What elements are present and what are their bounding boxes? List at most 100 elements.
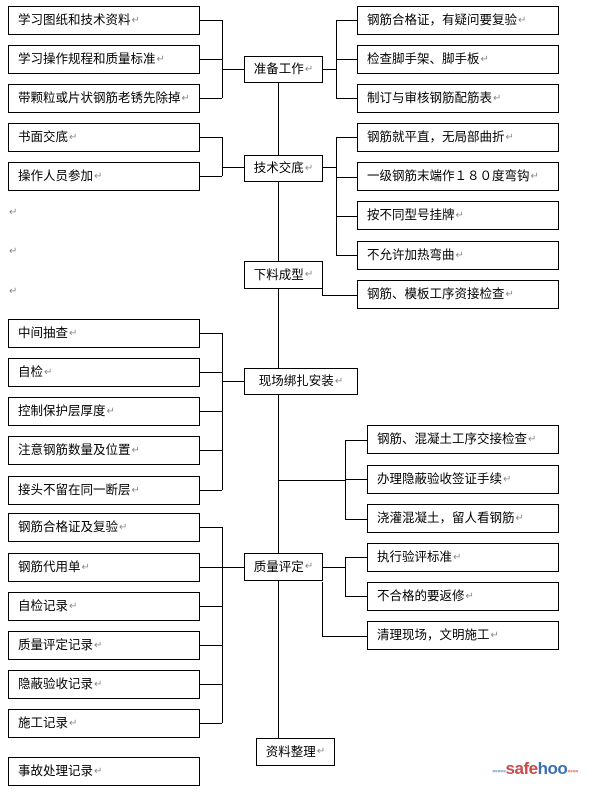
paragraph-mark: ↵ bbox=[304, 269, 314, 280]
left-bracket-bind bbox=[222, 333, 223, 490]
connector bbox=[336, 20, 357, 21]
right-item-label: 执行验评标准 bbox=[377, 549, 453, 565]
stage-label: 现场绑扎安装 bbox=[258, 373, 334, 389]
connector bbox=[200, 450, 222, 451]
right-item-label: 办理隐蔽验收签证手续 bbox=[377, 471, 503, 487]
right-bracket-quality bbox=[345, 557, 346, 596]
connector bbox=[336, 59, 357, 60]
connector bbox=[200, 372, 222, 373]
paragraph-mark: ↵ bbox=[515, 512, 524, 524]
right-item-label: 浇灌混凝土，留人看钢筋 bbox=[377, 510, 515, 526]
stage-label: 准备工作 bbox=[253, 61, 304, 77]
right-item-label: 不合格的要返修 bbox=[377, 588, 465, 604]
paragraph-mark: ↵ bbox=[490, 629, 499, 641]
left-item-label: 书面交底 bbox=[18, 129, 69, 145]
paragraph-mark: ↵ bbox=[493, 92, 502, 104]
paragraph-mark: ↵ bbox=[455, 209, 464, 221]
left-item: 中间抽查↵ bbox=[8, 319, 200, 348]
watermark-hoo: hoo bbox=[537, 759, 568, 778]
paragraph-mark: ↵ bbox=[69, 131, 78, 143]
left-item-label: 事故处理记录 bbox=[18, 763, 94, 779]
right-item: 办理隐蔽验收签证手续↵ bbox=[367, 465, 559, 494]
connector bbox=[345, 479, 367, 480]
left-item-label: 质量评定记录 bbox=[18, 637, 94, 653]
paragraph-mark: ↵ bbox=[455, 249, 464, 261]
connector bbox=[200, 137, 222, 138]
connector bbox=[345, 440, 367, 441]
paragraph-mark: ↵ bbox=[94, 765, 103, 777]
connector bbox=[200, 59, 222, 60]
paragraph-mark: ↵ bbox=[131, 484, 140, 496]
paragraph-mark: ↵ bbox=[304, 162, 314, 174]
paragraph-mark: ↵ bbox=[131, 14, 140, 26]
left-bracket-prep bbox=[222, 20, 223, 98]
paragraph-mark: ↵ bbox=[316, 746, 326, 757]
connector bbox=[336, 216, 357, 217]
left-item-label: 控制保护层厚度 bbox=[18, 403, 106, 419]
connector bbox=[200, 684, 222, 685]
connector bbox=[200, 20, 222, 21]
left-item: 控制保护层厚度↵ bbox=[8, 397, 200, 426]
stage-label: 下料成型 bbox=[253, 266, 304, 282]
right-item-label: 钢筋、混凝土工序交接检查 bbox=[377, 431, 528, 447]
paragraph-mark: ↵ bbox=[181, 92, 190, 104]
left-item: 事故处理记录↵ bbox=[8, 757, 200, 786]
left-item-label: 自检记录 bbox=[18, 598, 69, 614]
right-item-label: 清理现场，文明施工 bbox=[377, 627, 490, 643]
left-item-label: 自检 bbox=[18, 364, 44, 380]
right-item: 检查脚手架、脚手板↵ bbox=[357, 45, 559, 74]
stage-tech: 技术交底↵ bbox=[244, 155, 323, 182]
connector bbox=[200, 527, 222, 528]
paragraph-mark: ↵ bbox=[69, 717, 78, 729]
right-item: 钢筋、混凝土工序交接检查↵ bbox=[367, 425, 559, 454]
connector bbox=[345, 557, 367, 558]
right-item: 一级钢筋末端作１８０度弯钩↵ bbox=[357, 162, 559, 191]
left-item: 钢筋代用单↵ bbox=[8, 553, 200, 582]
paragraph-mark: ↵ bbox=[94, 678, 103, 690]
paragraph-mark: ↵ bbox=[304, 561, 314, 572]
stage-label: 资料整理 bbox=[265, 743, 316, 759]
paragraph-mark: ↵ bbox=[465, 590, 474, 602]
paragraph-mark: ↵ bbox=[9, 246, 18, 257]
left-item-label: 钢筋合格证及复验 bbox=[18, 519, 119, 535]
paragraph-mark: ↵ bbox=[9, 286, 18, 297]
right-item-label: 制订与审核钢筋配筋表 bbox=[367, 90, 493, 106]
stage-bind: 现场绑扎安装↵ bbox=[244, 368, 358, 395]
connector bbox=[200, 176, 222, 177]
connector bbox=[322, 295, 357, 296]
right-item: 执行验评标准↵ bbox=[367, 543, 559, 572]
paragraph-mark: ↵ bbox=[69, 327, 78, 339]
left-item: 自检记录↵ bbox=[8, 592, 200, 621]
right-item-label: 按不同型号挂牌 bbox=[367, 207, 455, 223]
left-item: 带颗粒或片状钢筋老锈先除掉↵ bbox=[8, 84, 200, 113]
right-item-label: 钢筋合格证，有疑问要复验 bbox=[367, 12, 518, 28]
paragraph-mark: ↵ bbox=[453, 551, 462, 563]
left-item: 接头不留在同一断层↵ bbox=[8, 476, 200, 505]
connector bbox=[345, 596, 367, 597]
connector bbox=[322, 582, 323, 636]
watermark-logo: ▪▪▪▪▪safehoo▪▪▪▪ bbox=[492, 759, 578, 779]
paragraph-mark: ↵ bbox=[528, 433, 537, 445]
connector bbox=[200, 333, 222, 334]
paragraph-mark: ↵ bbox=[119, 521, 128, 533]
connector bbox=[222, 567, 244, 568]
left-bracket-quality bbox=[222, 527, 223, 723]
connector bbox=[222, 381, 244, 382]
paragraph-mark: ↵ bbox=[503, 473, 512, 485]
connector bbox=[322, 636, 367, 637]
connector bbox=[322, 69, 336, 70]
left-bracket-tech bbox=[222, 137, 223, 176]
left-item: 学习图纸和技术资料↵ bbox=[8, 6, 200, 35]
connector bbox=[200, 411, 222, 412]
left-item-label: 钢筋代用单 bbox=[18, 559, 81, 575]
paragraph-mark: ↵ bbox=[44, 366, 53, 378]
watermark-suffix: ▪▪▪▪ bbox=[567, 766, 578, 776]
left-item-label: 注意钢筋数量及位置 bbox=[18, 442, 131, 458]
paragraph-mark: ↵ bbox=[156, 53, 165, 65]
connector bbox=[200, 567, 222, 568]
paragraph-mark: ↵ bbox=[334, 375, 344, 387]
paragraph-mark: ↵ bbox=[69, 600, 78, 612]
paragraph-mark: ↵ bbox=[518, 14, 527, 26]
watermark-prefix: ▪▪▪▪▪ bbox=[492, 766, 506, 776]
left-item: 操作人员参加↵ bbox=[8, 162, 200, 191]
